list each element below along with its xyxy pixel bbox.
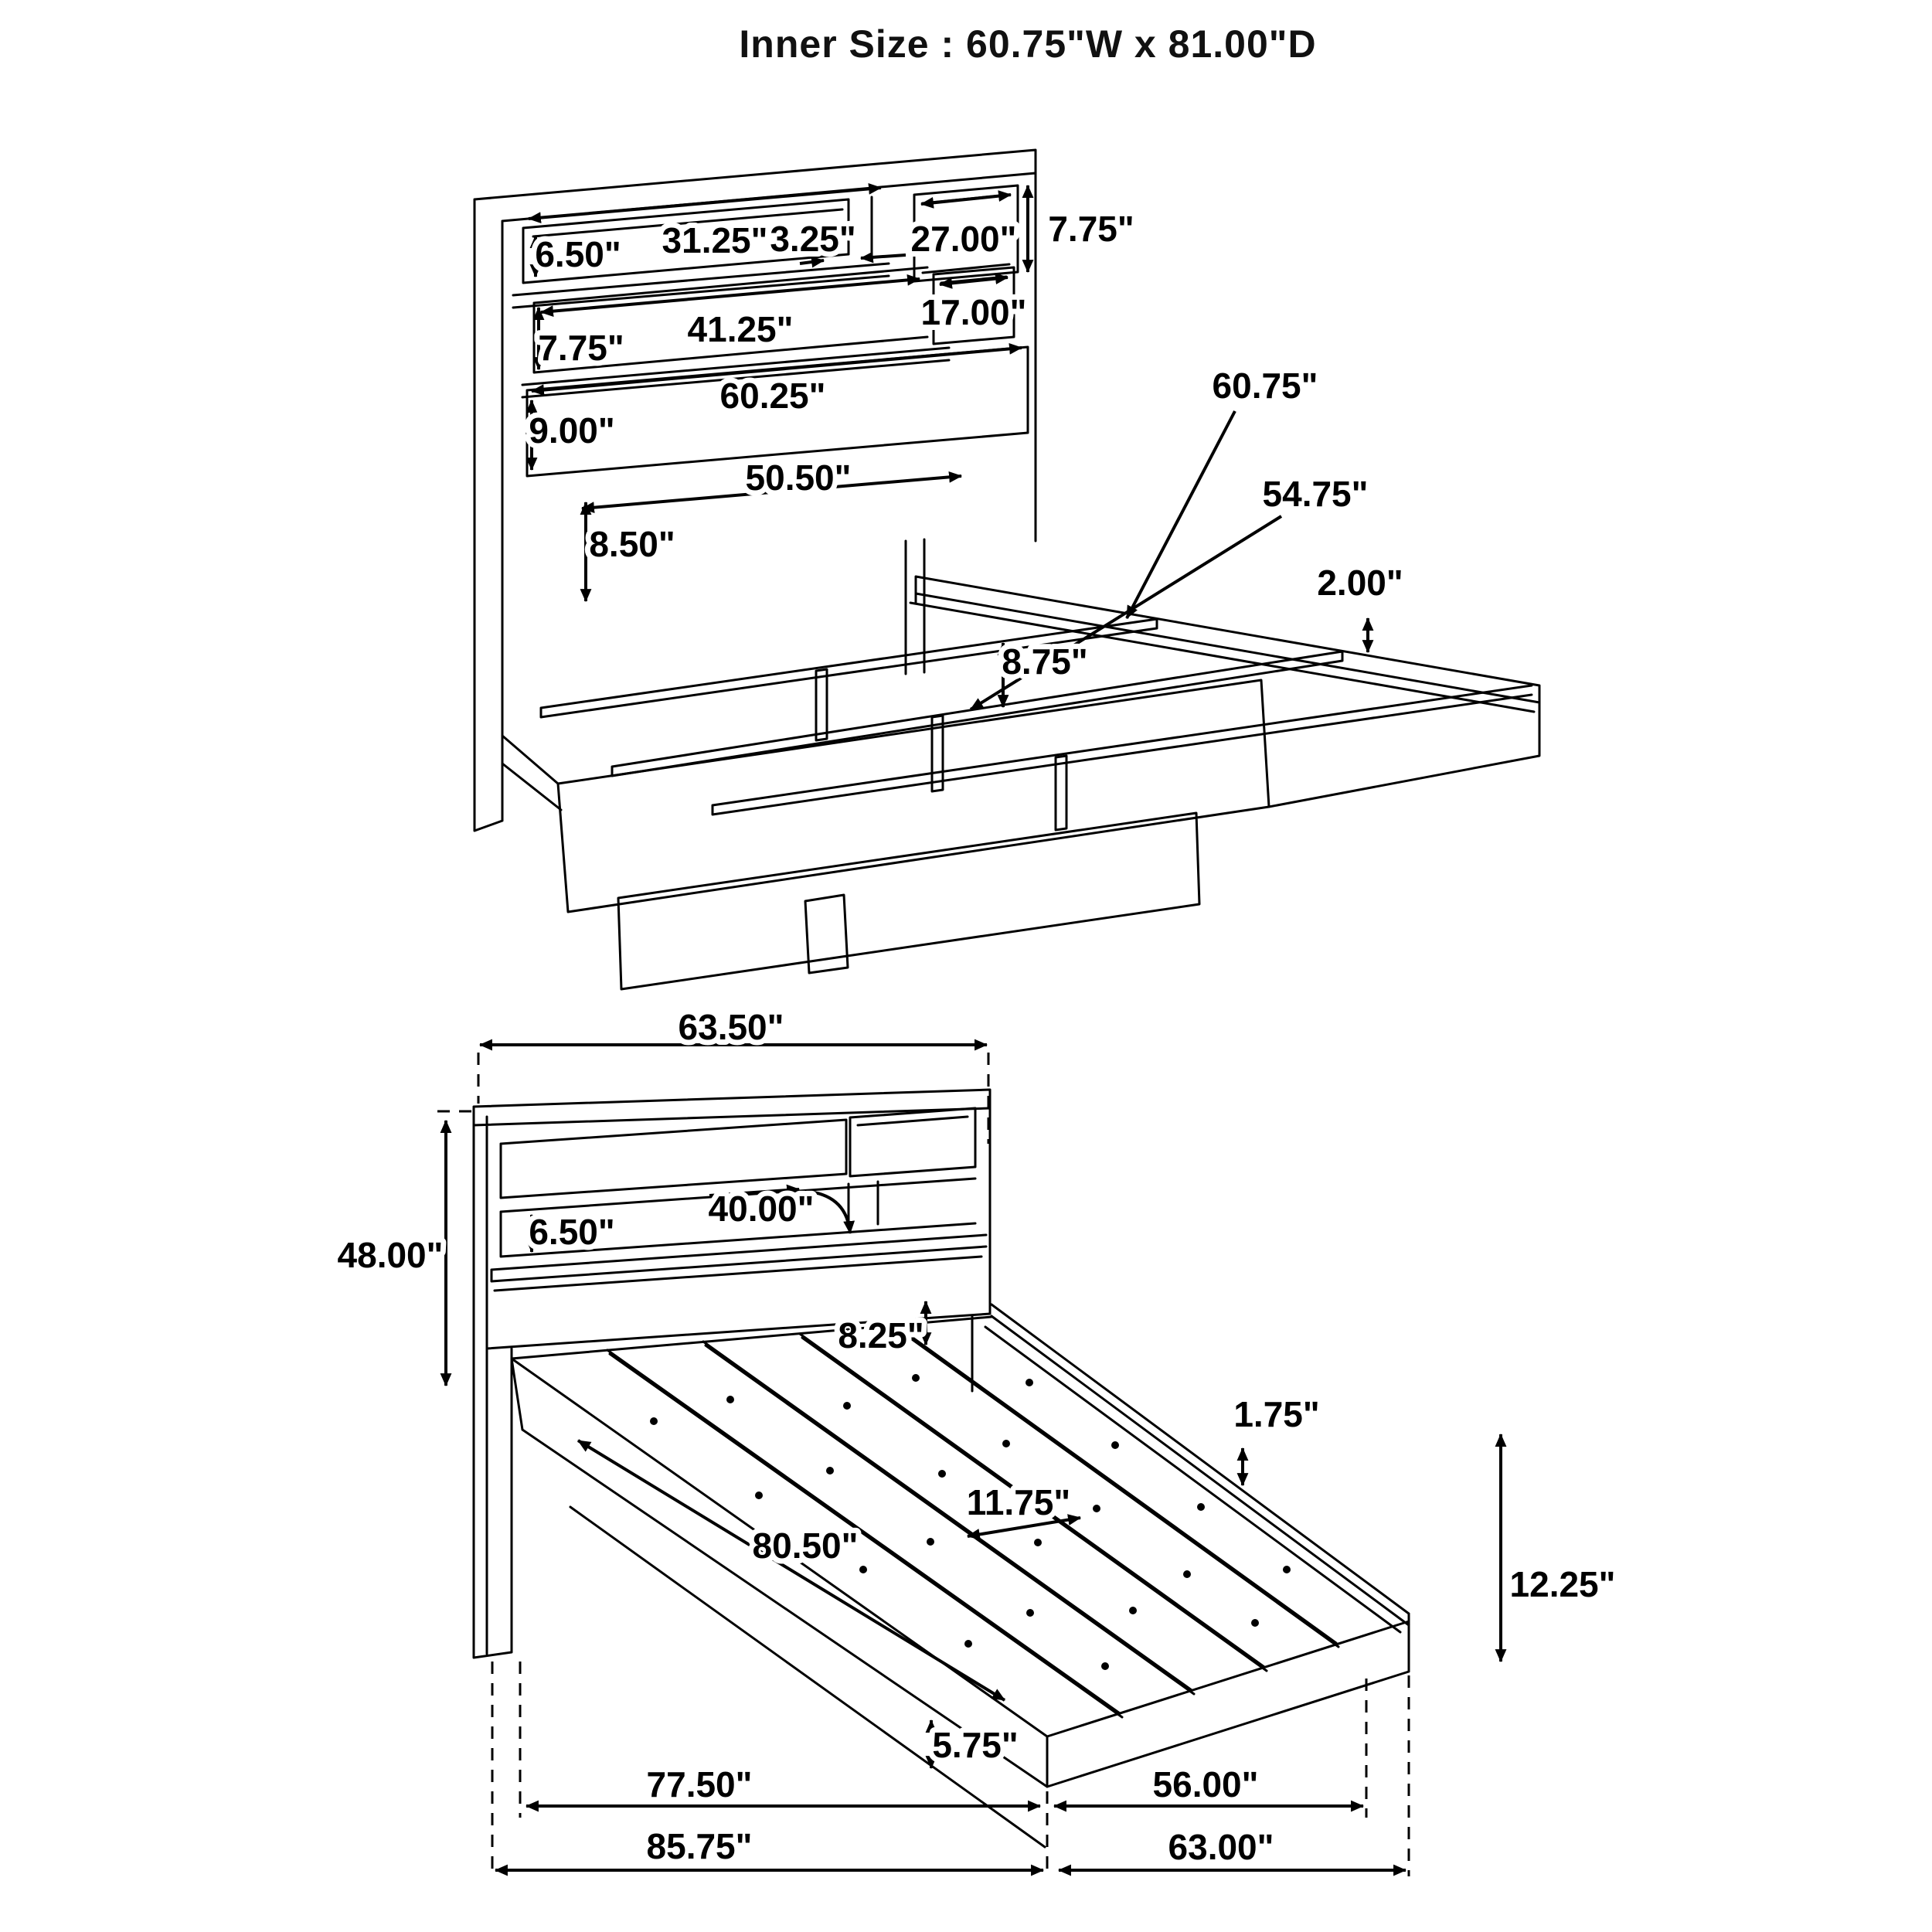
- dim-label-base-length: 77.50": [647, 1764, 753, 1804]
- dim-label-shelf1-width: 31.25": [662, 220, 768, 260]
- dim-label-rail-length-1: 60.75": [1213, 366, 1318, 406]
- page-title: Inner Size : 60.75"W x 81.00"D: [739, 22, 1317, 66]
- dim-label-cubby-height: 7.75": [1048, 209, 1134, 249]
- arrow-60-25: [530, 342, 1023, 396]
- arrow-40-00: [709, 1184, 801, 1197]
- dim-label-lower-span: 50.50": [746, 457, 852, 498]
- platform-near-face: [556, 679, 1270, 991]
- arrow-17-00: [938, 273, 1009, 289]
- arrow-27-00: [920, 190, 1012, 209]
- dim-label-panel-height: 9.00": [529, 410, 614, 451]
- dim-label-headboard-height: 48.00": [338, 1235, 444, 1275]
- arrow-41-25: [539, 274, 921, 318]
- dim-label-shelf-opening-width: 40.00": [709, 1189, 815, 1229]
- arrow-40-00-curve: [809, 1190, 855, 1235]
- dim-label-deck-to-shelf: 8.25": [838, 1315, 923, 1355]
- dim-label-shelf-opening-height: 6.50": [529, 1212, 614, 1252]
- dim-label-rail-length-2: 54.75": [1263, 474, 1369, 514]
- dim-label-cubby-width: 27.00": [911, 219, 1017, 259]
- dim-label-rail-lip: 2.00": [1317, 563, 1403, 603]
- dim-label-lower-height: 8.50": [589, 524, 675, 564]
- arrow-31-25: [527, 182, 883, 224]
- leader-60-75: [1125, 410, 1236, 619]
- dim-label-foot-height: 12.25": [1510, 1564, 1616, 1604]
- dim-label-rail-lip-height: 1.75": [1233, 1394, 1319, 1434]
- arrow-50-50: [580, 471, 963, 514]
- bottom-perspective-view: 63.50" 48.00" 6.50" 40.00" 8.25" 1.75" 1…: [332, 1002, 1621, 1876]
- dim-label-plinth-height: 5.75": [932, 1725, 1018, 1765]
- dim-label-shelf2-width: 41.25": [688, 309, 794, 349]
- top-perspective-view: 6.50" 31.25" 3.25" 27.00" 7.75" 41.25" 1…: [473, 148, 1541, 991]
- side-rail-far: [909, 575, 1541, 808]
- dim-label-overall-width: 63.00": [1168, 1827, 1274, 1867]
- dim-label-overall-length: 85.75": [647, 1826, 753, 1866]
- arrow-3-25-b: [859, 251, 906, 264]
- arrow-3-25-a: [799, 256, 825, 268]
- headboard2-shelves: [490, 1107, 988, 1292]
- dim-label-shelf2-height: 7.75": [538, 328, 624, 368]
- headboard2-outline: [472, 1088, 992, 1659]
- arrow-80-50: [577, 1439, 1006, 1702]
- dim-label-shelf1-gap: 3.25": [770, 219, 855, 259]
- dim-label-headboard-width: 63.50": [679, 1007, 784, 1047]
- rail-support-legs: [815, 668, 1068, 832]
- dim-label-slat-spacing: 11.75": [967, 1482, 1070, 1522]
- dim-label-cubby2-width: 17.00": [921, 292, 1027, 332]
- dim-label-panel-width: 60.25": [720, 376, 826, 416]
- dim-label-deck-length: 80.50": [753, 1526, 859, 1566]
- leader-54-75: [969, 515, 1283, 711]
- dim-label-base-width: 56.00": [1153, 1764, 1259, 1804]
- extension-lines: [437, 1053, 1410, 1876]
- dim-label-shelf1-height: 6.50": [535, 234, 621, 274]
- dim-label-rail-leg-height: 8.75": [1002, 641, 1087, 682]
